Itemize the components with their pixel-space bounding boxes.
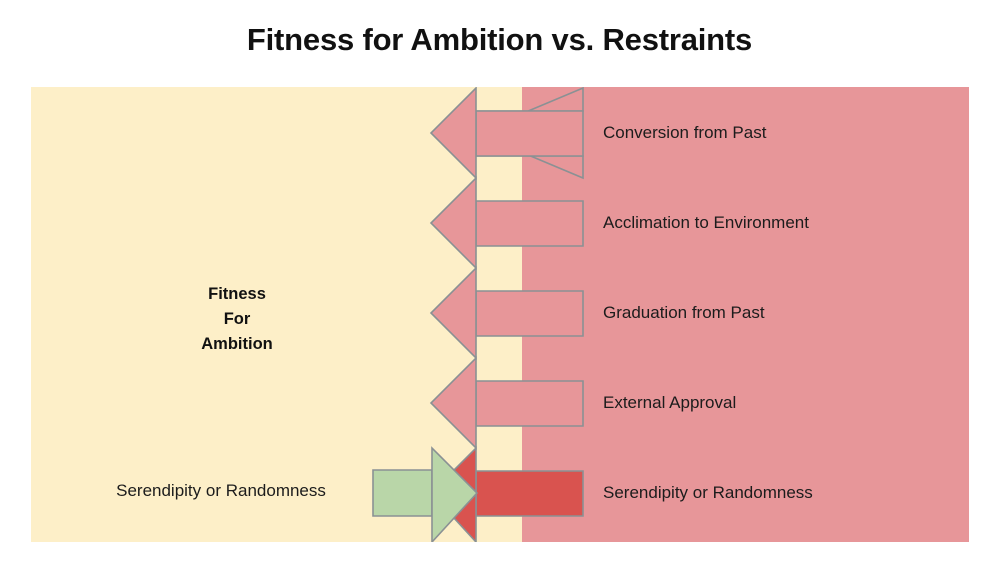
right-panel-restraints xyxy=(522,87,969,542)
restraint-label-2: Acclimation to Environment xyxy=(603,213,809,232)
restraint-label-1: Conversion from Past xyxy=(603,123,767,142)
left-arrow-2-body[interactable] xyxy=(475,200,584,247)
left-arrow-1-body[interactable] xyxy=(475,110,584,157)
left-arrow-1-head[interactable] xyxy=(429,87,477,180)
left-arrow-4-head[interactable] xyxy=(429,356,477,450)
left-heading-line-2: For xyxy=(223,310,251,328)
left-arrow-4-body[interactable] xyxy=(475,380,584,427)
serendipity-right-arrow-head[interactable] xyxy=(431,446,479,542)
left-heading-line-1: Fitness xyxy=(208,285,266,303)
left-heading: Fitness For Ambition xyxy=(107,282,367,357)
left-arrow-3-body[interactable] xyxy=(475,290,584,337)
left-label-serendipity: Serendipity or Randomness xyxy=(116,481,326,500)
restraint-label-4: External Approval xyxy=(603,393,737,412)
restraint-label-3: Graduation from Past xyxy=(603,303,765,322)
left-heading-line-3: Ambition xyxy=(201,335,273,353)
diagram-canvas: Fitness For Ambition Serendipity or Rand… xyxy=(31,87,969,542)
left-arrow-2-head[interactable] xyxy=(429,176,477,270)
page-title: Fitness for Ambition vs. Restraints xyxy=(246,22,753,57)
left-arrow-3-head[interactable] xyxy=(429,266,477,360)
left-arrow-5-body[interactable] xyxy=(475,470,584,517)
arrows-layer xyxy=(372,87,584,542)
restraint-label-5: Serendipity or Randomness xyxy=(603,483,813,502)
